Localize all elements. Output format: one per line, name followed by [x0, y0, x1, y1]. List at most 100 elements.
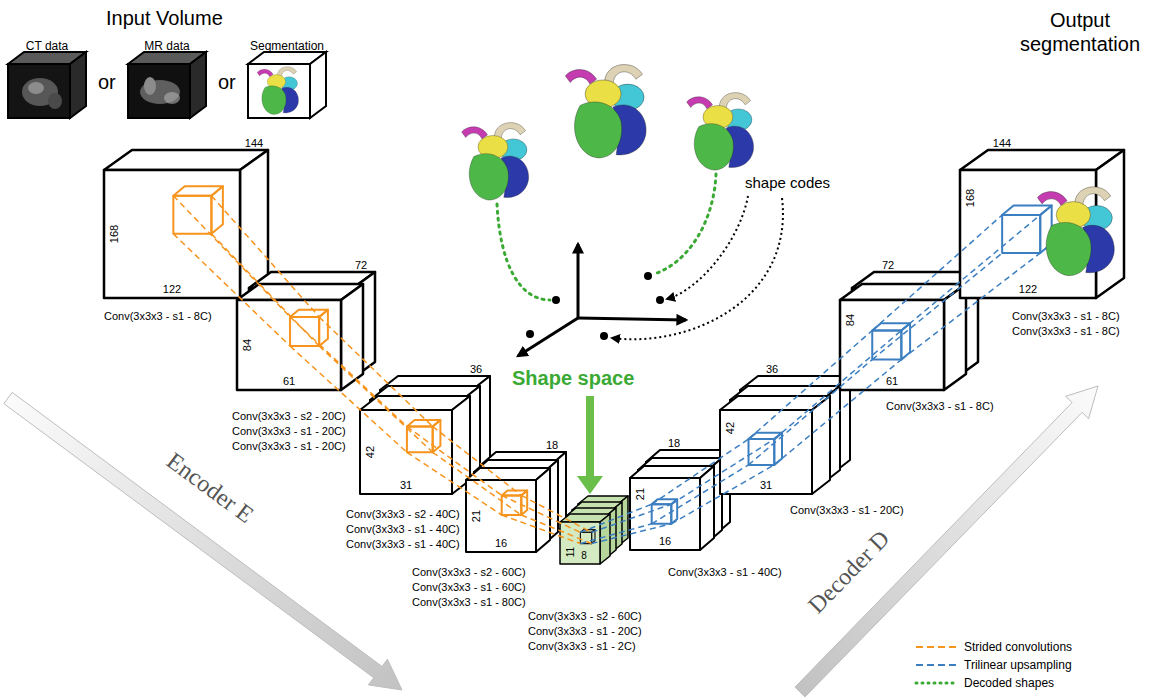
dimension-box: 61 — [886, 371, 898, 389]
layer-spec: Conv(3x3x3 - s1 - 20C) — [232, 440, 346, 453]
dimension-label: 61 — [283, 376, 295, 387]
latent-arrow — [577, 396, 603, 494]
cube-side — [944, 284, 966, 390]
encoder-arrow — [4, 392, 402, 690]
heart-shape — [1037, 187, 1114, 276]
cube-side — [70, 52, 86, 118]
dimension-label: 61 — [886, 376, 898, 387]
shape-codes — [526, 272, 664, 340]
dimension-box: 61 — [283, 371, 295, 389]
dimension-label: 42 — [725, 422, 736, 434]
dimension-box: 21 — [630, 488, 648, 500]
kernel-projection — [173, 196, 319, 346]
mr-tissue — [164, 92, 180, 104]
legend-label: Strided convolutions — [964, 640, 1072, 654]
feature-volume: 182116 — [630, 450, 730, 550]
shape-code-dot — [600, 332, 608, 340]
or-word: or — [98, 70, 116, 94]
layer-spec-box: Conv(3x3x3 - s1 - 20C) — [232, 421, 346, 439]
dimension-label: 122 — [1019, 284, 1037, 295]
cube-side — [812, 396, 830, 494]
heart-shape — [565, 65, 646, 158]
or-word: or — [218, 70, 236, 94]
kernel-side — [433, 420, 441, 452]
layer-spec-box: Conv(3x3x3 - s1 - 20C) — [232, 436, 346, 454]
dimension-box: 18 — [546, 435, 558, 453]
dimension-box: 84 — [840, 314, 858, 326]
legend-sample — [914, 678, 958, 688]
layer-spec-box: Conv(3x3x3 - s1 - 40C) — [346, 519, 460, 537]
feature-volume: 144168122 — [104, 150, 268, 298]
dimension-label: 42 — [365, 446, 376, 458]
dimension-label: 18 — [546, 440, 558, 451]
layer-spec: Conv(3x3x3 - s1 - 40C) — [346, 538, 460, 551]
layer-spec-box: Conv(3x3x3 - s1 - 8C) — [886, 396, 994, 414]
layer-spec-box: Conv(3x3x3 - s2 - 60C) — [412, 562, 526, 580]
layer-spec-box: Conv(3x3x3 - s1 - 40C) — [346, 534, 460, 552]
layer-spec-box: Conv(3x3x3 - s2 - 20C) — [232, 406, 346, 424]
section-title-box: Output segmentation — [1014, 8, 1146, 56]
ct-tissue — [48, 93, 62, 109]
kernel-side — [211, 186, 222, 234]
input-label: CT data — [26, 39, 68, 53]
dimension-label: 168 — [965, 189, 976, 207]
kernel-projection — [502, 495, 592, 543]
annotation-box: shape codes — [745, 174, 830, 192]
kernel-top — [1002, 205, 1052, 215]
cube-outline — [630, 450, 730, 550]
cube-front — [128, 64, 190, 118]
dimension-label: 168 — [109, 225, 120, 243]
shape-code-pointer — [667, 196, 748, 299]
mr-tissue — [144, 77, 156, 95]
or-word-box: or — [218, 70, 236, 94]
decoder-arrow — [795, 386, 1098, 697]
decoded-shape-curve — [654, 174, 716, 274]
layer-spec-box: Conv(3x3x3 - s1 - 20C) — [790, 500, 904, 518]
axis — [578, 318, 686, 320]
legend-row: Decoded shapes — [914, 674, 1072, 692]
cube-side — [310, 52, 326, 118]
dimension-box: 42 — [720, 422, 738, 434]
segmentation-volume — [248, 52, 326, 118]
layer-spec-box: Conv(3x3x3 - s1 - 20C) — [528, 621, 642, 639]
dimension-label: 18 — [668, 438, 680, 449]
mr-volume — [128, 52, 206, 118]
layer-spec: Conv(3x3x3 - s1 - 80C) — [412, 596, 526, 609]
axis — [518, 318, 578, 356]
legend-sample — [914, 660, 958, 670]
layer-spec: Conv(3x3x3 - s1 - 40C) — [668, 566, 782, 579]
feature-volume: 364231 — [720, 376, 850, 494]
legend-label: Trilinear upsampling — [964, 658, 1072, 672]
cube-outline — [720, 376, 850, 494]
dimension-box: 21 — [466, 510, 484, 522]
space-title: Shape space — [512, 366, 634, 390]
legend-row: Strided convolutions — [914, 638, 1072, 656]
dimension-box: 11 — [560, 547, 578, 557]
heart-shape — [257, 67, 298, 115]
annotation: shape codes — [745, 174, 830, 192]
legend-line — [916, 646, 956, 648]
dimension-box: 72 — [355, 255, 367, 273]
layer-spec: Conv(3x3x3 - s2 - 60C) — [528, 610, 642, 623]
legend: Strided convolutionsTrilinear upsampling… — [914, 638, 1072, 692]
input-label-box: MR data — [144, 36, 189, 54]
layer-spec-box: Conv(3x3x3 - s2 - 60C) — [528, 606, 642, 624]
dimension-box: 16 — [659, 531, 671, 549]
dimension-box: 168 — [104, 225, 122, 243]
layer-spec-box: Conv(3x3x3 - s1 - 2C) — [528, 636, 636, 654]
dimension-label: 144 — [245, 138, 263, 149]
or-word-box: or — [98, 70, 116, 94]
dimension-box: 144 — [245, 133, 263, 151]
section-title: Input Volume — [106, 6, 223, 30]
space-title-box: Shape space — [512, 366, 634, 390]
kernel-projection — [407, 427, 521, 515]
dimension-label: 144 — [993, 138, 1011, 149]
dimension-box: 168 — [960, 189, 978, 207]
dimension-box: 36 — [470, 359, 482, 377]
legend-label: Decoded shapes — [964, 676, 1054, 690]
layer-spec: Conv(3x3x3 - s1 - 2C) — [528, 640, 636, 653]
dimension-box: 84 — [237, 339, 255, 351]
legend-row: Trilinear upsampling — [914, 656, 1072, 674]
